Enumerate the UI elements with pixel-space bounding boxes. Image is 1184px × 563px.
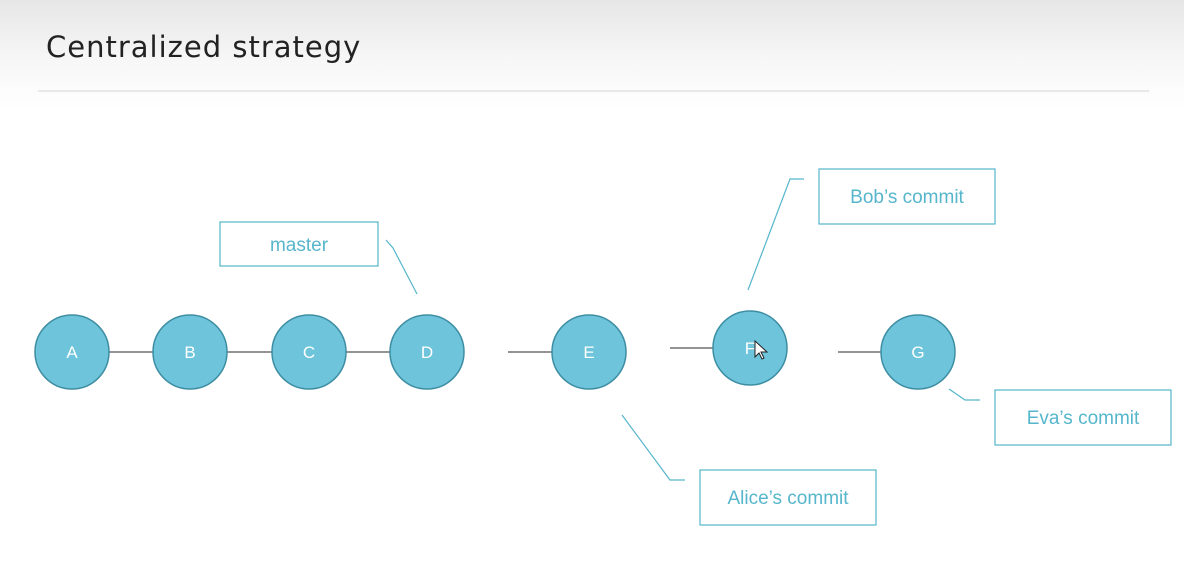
commit-circle bbox=[712, 310, 788, 386]
commit-node-b: B bbox=[152, 314, 228, 390]
callout-leader bbox=[621, 414, 685, 481]
commit-edges bbox=[109, 347, 882, 353]
commit-node-g: G bbox=[880, 314, 956, 390]
commit-label: F bbox=[745, 339, 755, 358]
commit-circle bbox=[152, 314, 228, 390]
callout-box bbox=[219, 221, 379, 267]
callout-master: master bbox=[219, 221, 418, 295]
commit-label: E bbox=[583, 343, 594, 362]
commit-node-c: C bbox=[271, 314, 347, 390]
slide-title: Centralized strategy bbox=[46, 30, 362, 64]
commit-label: C bbox=[303, 343, 315, 362]
callout-box bbox=[994, 389, 1172, 446]
callout-leader bbox=[385, 239, 418, 295]
commit-node-e: E bbox=[551, 314, 627, 390]
commit-label: G bbox=[911, 343, 924, 362]
title-divider bbox=[38, 90, 1149, 92]
callout-alice-commit: Alice’s commit bbox=[621, 414, 877, 526]
callout-bob-commit: Bob’s commit bbox=[747, 168, 996, 291]
commit-node-a: A bbox=[34, 314, 110, 390]
callout-box bbox=[818, 168, 996, 225]
mouse-pointer-icon bbox=[754, 339, 769, 360]
commit-circle bbox=[551, 314, 627, 390]
commit-circle bbox=[271, 314, 347, 390]
commit-node-f: F bbox=[712, 310, 788, 386]
commit-circle bbox=[880, 314, 956, 390]
commit-label: D bbox=[421, 343, 433, 362]
commit-label: A bbox=[66, 343, 78, 362]
commit-circle bbox=[389, 314, 465, 390]
callout-leader bbox=[948, 388, 980, 401]
callout-eva-commit: Eva’s commit bbox=[948, 388, 1172, 446]
cursor-arrow bbox=[754, 339, 769, 360]
callout-label: Eva’s commit bbox=[1027, 408, 1140, 429]
callout-label: master bbox=[270, 235, 329, 256]
commit-circle bbox=[34, 314, 110, 390]
commit-label: B bbox=[184, 343, 195, 362]
callout-leader bbox=[747, 178, 804, 291]
callout-box bbox=[699, 469, 877, 526]
callout-label: Alice’s commit bbox=[727, 488, 849, 509]
callout-label: Bob’s commit bbox=[850, 187, 964, 208]
commit-node-d: D bbox=[389, 314, 465, 390]
